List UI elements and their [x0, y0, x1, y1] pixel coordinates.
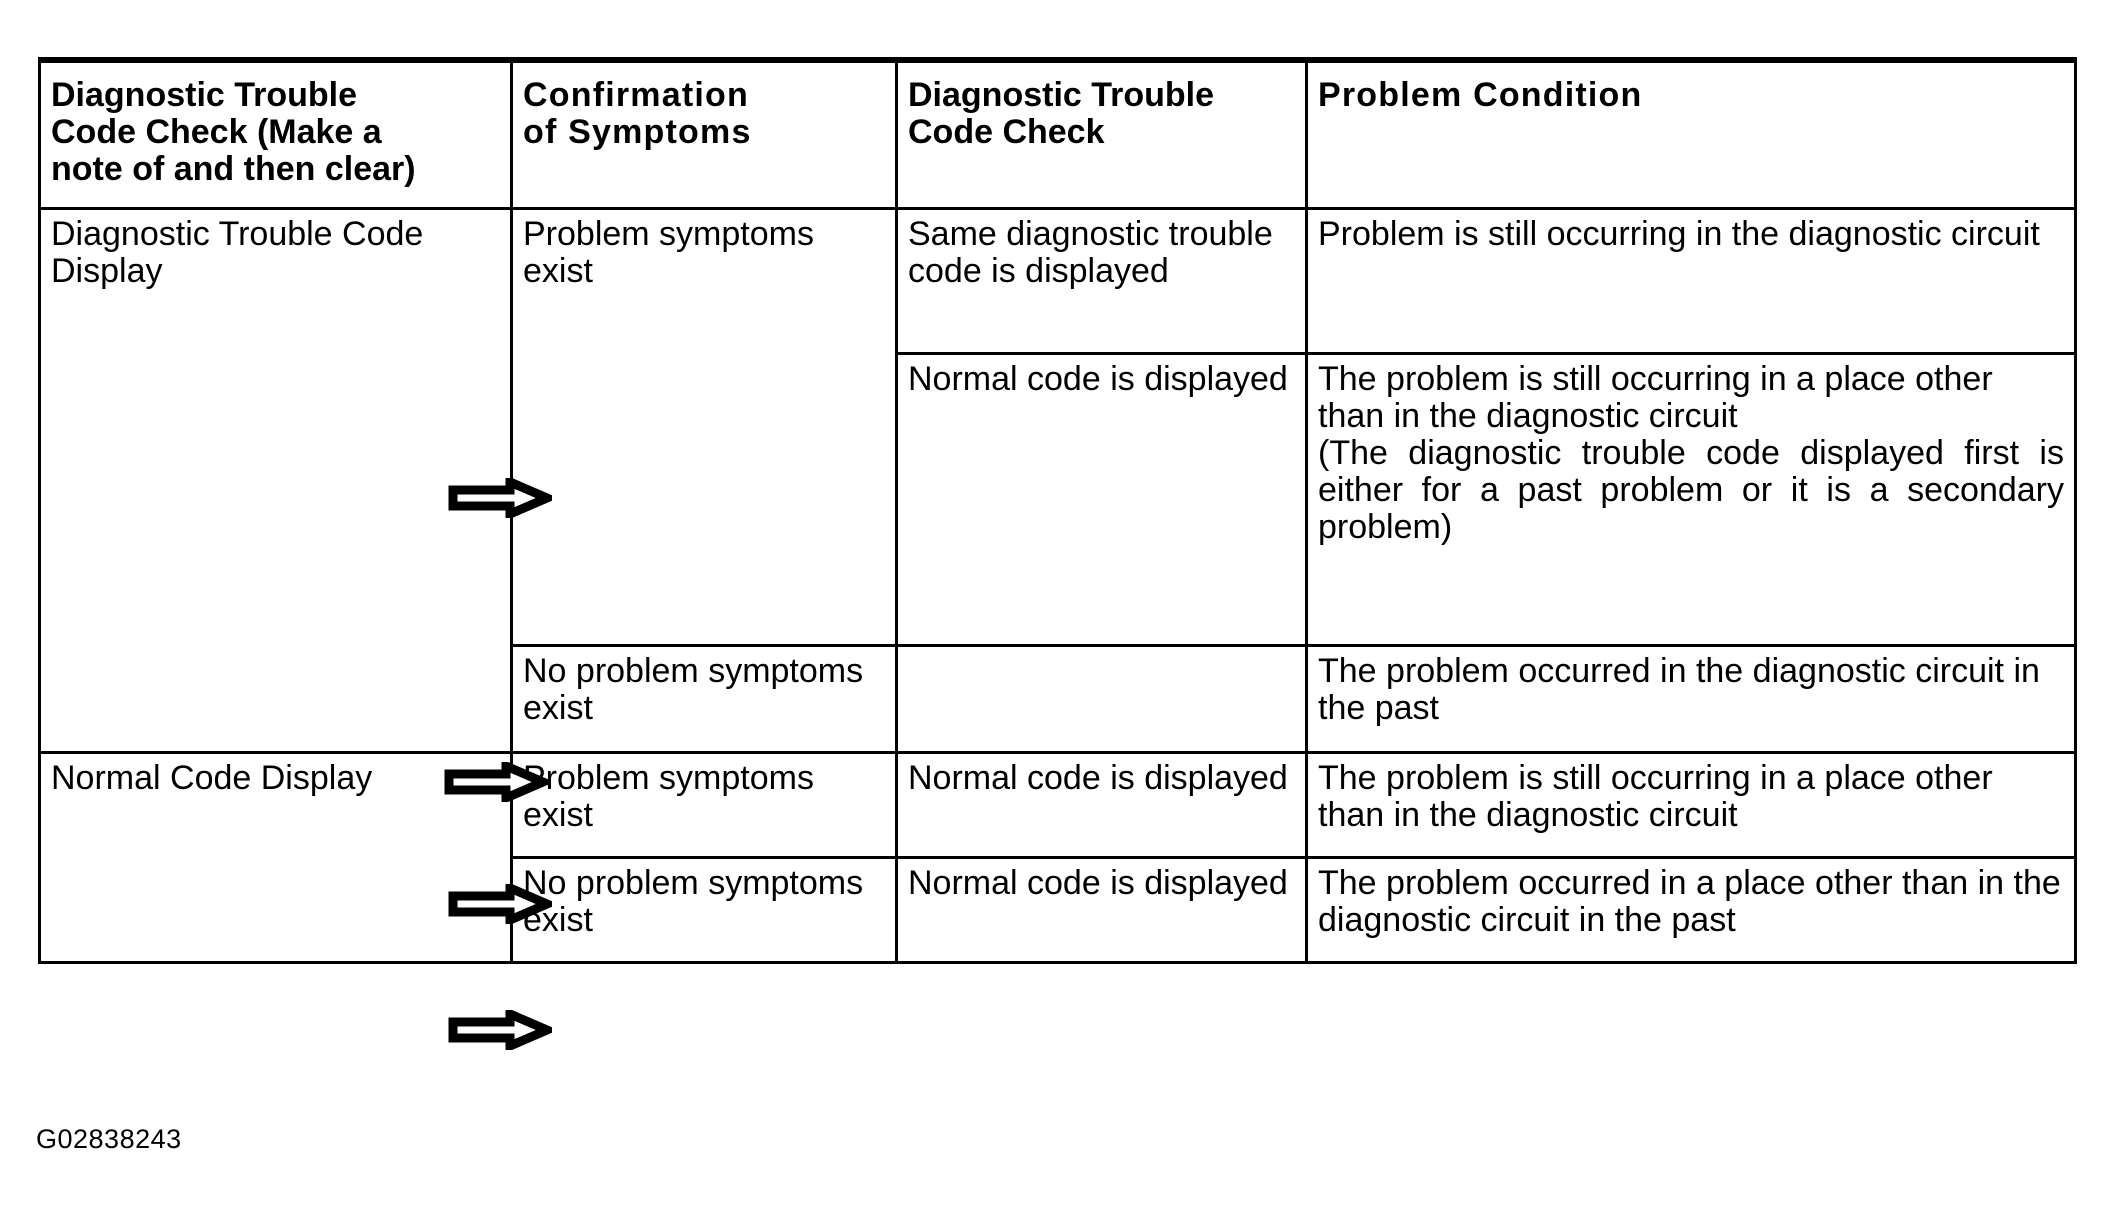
cell-dtc-check-second: Normal code is displayed: [895, 751, 1308, 859]
column-header-dtc-check-first: Diagnostic Trouble Code Check (Make a no…: [38, 57, 513, 210]
cell-confirmation: Problem symptoms exist: [510, 207, 898, 647]
table-row: No problem symptoms exist The problem oc…: [40, 644, 2077, 754]
cell-problem-condition: The problem is still occurring in a plac…: [1305, 751, 2077, 859]
column-header-confirmation-of-symptoms: Confirmation of Symptoms: [510, 57, 898, 210]
cell-dtc-check-first: Diagnostic Trouble Code Display: [38, 207, 513, 754]
table-row: No problem symptoms exist Normal code is…: [40, 856, 2077, 964]
cell-dtc-check-second: [895, 644, 1308, 754]
header-row: Diagnostic Trouble Code Check (Make a no…: [38, 57, 2077, 210]
column-header-line: Problem Condition: [1318, 76, 1643, 114]
figure-caption: G02838243: [36, 1124, 182, 1154]
column-header-line: Diagnostic Trouble: [908, 76, 1215, 114]
column-header-dtc-check-second: Diagnostic Trouble Code Check: [895, 57, 1308, 210]
cell-problem-condition: The problem occurred in the diagnostic c…: [1305, 644, 2077, 754]
problem-condition-main: The problem is still occurring in a plac…: [1318, 360, 1993, 436]
cell-problem-condition: The problem occurred in a place other th…: [1305, 856, 2077, 964]
column-header-line: Code Check (Make a: [51, 113, 382, 152]
table-row: Diagnostic Trouble Code Display Problem …: [38, 207, 2077, 754]
cell-confirmation: Problem symptoms exist: [510, 751, 898, 859]
column-header-line: Confirmation: [523, 76, 749, 114]
problem-condition-note: (The diagnostic trouble code displayed f…: [1318, 434, 2064, 547]
table-row: Normal Code Display Problem symptoms exi…: [38, 751, 2077, 964]
cell-problem-condition: The problem is still occurring in a plac…: [1305, 352, 2077, 647]
column-header-line: Code Check: [908, 113, 1105, 152]
table-body: Diagnostic Trouble Code Display Problem …: [38, 207, 2077, 964]
cell-problem-condition: Problem is still occurring in the diagno…: [1305, 207, 2077, 355]
block-arrow-right-icon: [448, 1010, 552, 1050]
cell-dtc-check-second: Normal code is displayed: [895, 856, 1308, 964]
column-header-line: Diagnostic Trouble: [51, 76, 358, 114]
column-header-line: of Symptoms: [523, 113, 752, 152]
cell-confirmation: No problem symptoms exist: [510, 856, 898, 964]
cell-confirmation: No problem symptoms exist: [510, 644, 898, 754]
cell-dtc-check-second: Same diagnostic trouble code is displaye…: [895, 207, 1308, 355]
column-header-line: note of and then clear): [51, 150, 416, 189]
table-header: Diagnostic Trouble Code Check (Make a no…: [38, 57, 2077, 210]
cell-dtc-check-second: Normal code is displayed: [895, 352, 1308, 647]
cell-dtc-check-first: Normal Code Display: [38, 751, 513, 964]
diagnostic-trouble-code-table: Diagnostic Trouble Code Check (Make a no…: [38, 57, 2077, 964]
column-header-problem-condition: Problem Condition: [1305, 57, 2077, 210]
table-row: Normal code is displayed The problem is …: [40, 352, 2077, 647]
